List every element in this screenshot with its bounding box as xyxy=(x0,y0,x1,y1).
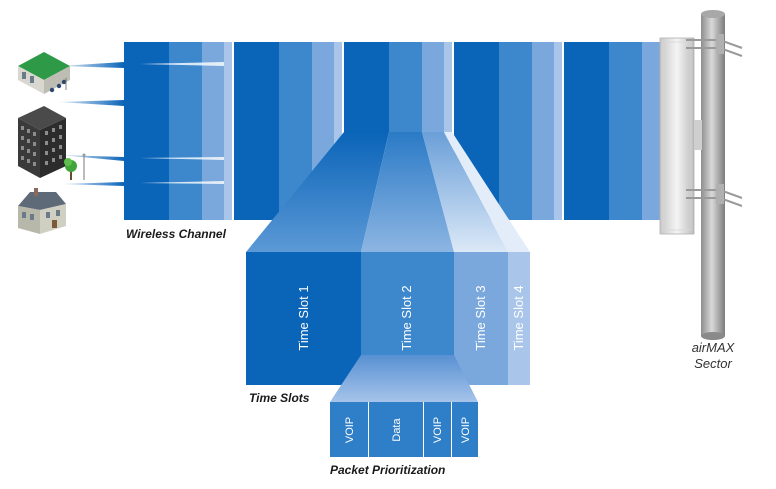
packet-voip-2-label: VOIP xyxy=(432,417,444,443)
tree-icon xyxy=(64,153,86,180)
frame-expansion-funnel xyxy=(246,132,530,252)
packet-voip-3-label: VOIP xyxy=(460,417,472,443)
channel-frame xyxy=(344,42,452,132)
antenna-pole-icon xyxy=(659,10,743,340)
packet-data-label: Data xyxy=(391,418,403,442)
client-links xyxy=(58,62,224,186)
packet-prioritization-caption: Packet Prioritization xyxy=(330,463,445,477)
sector-label-line2: Sector xyxy=(694,356,732,371)
time-slots-caption: Time Slots xyxy=(249,391,310,405)
packet-voip-3 xyxy=(452,402,478,457)
time-slot-1-label: Time Slot 1 xyxy=(296,285,311,350)
office-tower-icon xyxy=(18,106,66,178)
packet-prioritization-block: VOIP Data VOIP VOIP xyxy=(330,402,478,457)
house-icon xyxy=(18,188,66,234)
store-building-icon xyxy=(18,52,70,94)
packet-voip-1 xyxy=(330,402,368,457)
wireless-channel-caption: Wireless Channel xyxy=(126,227,227,241)
time-slot-2-label: Time Slot 2 xyxy=(399,285,414,350)
channel-frame xyxy=(124,42,232,220)
time-slot-3 xyxy=(454,252,508,385)
time-slots-block: Time Slot 1 Time Slot 2 Time Slot 3 Time… xyxy=(246,252,530,385)
time-slot-3-label: Time Slot 3 xyxy=(473,285,488,350)
packet-voip-2 xyxy=(424,402,451,457)
packet-voip-1-label: VOIP xyxy=(344,417,356,443)
packet-data xyxy=(369,402,423,457)
time-slot-4 xyxy=(508,252,530,385)
time-slot-4-label: Time Slot 4 xyxy=(511,285,526,350)
sector-label-line1: airMAX xyxy=(692,340,736,355)
channel-frame xyxy=(564,42,662,220)
packet-expansion-funnel xyxy=(330,355,478,402)
time-slot-1 xyxy=(246,252,361,385)
